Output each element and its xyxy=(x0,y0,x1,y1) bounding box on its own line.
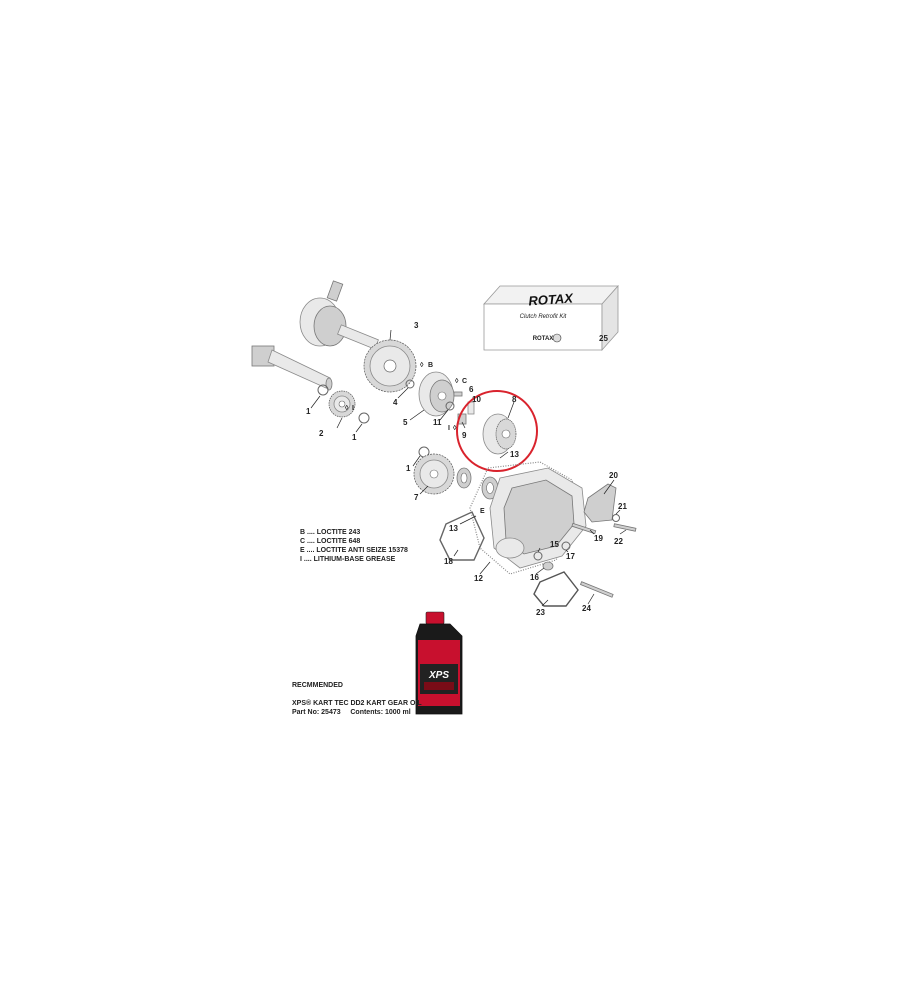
mark-b: B xyxy=(428,362,433,369)
callout-13b: 13 xyxy=(449,524,458,533)
callout-25: 25 xyxy=(599,334,608,343)
gear-oil-bottle: XPS xyxy=(415,611,463,715)
callout-22: 22 xyxy=(614,537,623,546)
circlip-1a xyxy=(317,384,329,396)
gasket-18 xyxy=(439,511,485,561)
large-gear xyxy=(363,339,417,393)
legend-item-e: E .... LOCTITE ANTI SEIZE 15378 xyxy=(300,547,408,554)
gasket-23 xyxy=(533,571,579,607)
mark-c: C xyxy=(462,378,467,385)
recommended-heading: RECMMENDED xyxy=(292,682,343,689)
mark-e: E xyxy=(480,508,485,515)
washer-11 xyxy=(445,401,455,411)
plug-16 xyxy=(542,561,554,571)
bottle-label-text: XPS xyxy=(428,670,449,681)
callout-19: 19 xyxy=(594,534,603,543)
crankshaft xyxy=(299,280,379,350)
small-gear xyxy=(328,390,356,418)
svg-text:◊: ◊ xyxy=(345,405,349,412)
callout-1a: 1 xyxy=(306,407,311,416)
legend-item-c: C .... LOCTITE 648 xyxy=(300,538,361,545)
compound-legend: B .... LOCTITE 243 C .... LOCTITE 648 E … xyxy=(300,528,408,564)
kit-title: Clutch Retrofit Kit xyxy=(520,314,567,320)
bolt-19 xyxy=(571,522,597,535)
washer-21 xyxy=(612,514,620,522)
callout-11: 11 xyxy=(433,418,442,427)
bearing-left xyxy=(456,467,472,489)
compound-marks: ◊ B ◊ C ◊ I I ◊ E xyxy=(345,362,485,515)
callout-24: 24 xyxy=(582,604,591,613)
callout-13a: 13 xyxy=(510,450,519,459)
pin-6 xyxy=(453,391,463,397)
callout-4: 4 xyxy=(393,398,398,407)
clutch-assembly xyxy=(482,413,517,455)
input-shaft xyxy=(251,345,333,391)
callout-5: 5 xyxy=(403,418,408,427)
mark-i2: I xyxy=(448,425,450,432)
callout-20: 20 xyxy=(609,471,618,480)
bolt-24 xyxy=(579,581,614,598)
callout-21: 21 xyxy=(618,502,627,511)
svg-text:◊: ◊ xyxy=(420,362,424,369)
bracket-20 xyxy=(583,483,617,523)
bearing-right xyxy=(481,476,499,500)
gear-case-cover xyxy=(489,467,587,569)
callout-16: 16 xyxy=(530,573,539,582)
callout-15: 15 xyxy=(550,540,559,549)
callout-8: 8 xyxy=(512,395,517,404)
washer-4 xyxy=(405,379,415,389)
intermediate-gear xyxy=(413,453,455,495)
callout-18: 18 xyxy=(444,557,453,566)
callout-7: 7 xyxy=(414,493,419,502)
callout-17: 17 xyxy=(566,552,575,561)
bolt-22 xyxy=(613,523,637,532)
highlight-circle xyxy=(456,390,538,472)
recommended-product: XPS® KART TEC DD2 KART GEAR OIL xyxy=(292,700,422,707)
callout-6: 6 xyxy=(469,385,474,394)
legend-item-b: B .... LOCTITE 243 xyxy=(300,529,361,536)
kit-brand-logo: ROTAX xyxy=(528,290,575,308)
clutch-retrofit-kit-box: ROTAX Clutch Retrofit Kit ROTAX 25 xyxy=(483,284,619,352)
callout-9: 9 xyxy=(462,431,467,440)
callout-2: 2 xyxy=(319,429,324,438)
clutch-drum xyxy=(418,371,455,417)
kit-logo-text: ROTAX xyxy=(533,336,554,342)
svg-text:◊: ◊ xyxy=(455,378,459,385)
legend-item-i: I .... LITHIUM-BASE GREASE xyxy=(300,556,396,563)
svg-text:◊: ◊ xyxy=(453,425,457,432)
mark-i1: I xyxy=(352,405,354,412)
kit-logo-icon xyxy=(552,333,562,343)
recommended-part-no: Part No: 25473 Contents: 1000 ml xyxy=(292,709,411,716)
callout-3: 3 xyxy=(414,321,419,330)
sleeve-10 xyxy=(467,401,475,415)
callout-1b: 1 xyxy=(352,433,357,442)
callout-12: 12 xyxy=(474,574,483,583)
callout-10: 10 xyxy=(472,395,481,404)
callout-23: 23 xyxy=(536,608,545,617)
leader-lines xyxy=(310,329,627,607)
callout-1c: 1 xyxy=(406,464,411,473)
circlip-1b xyxy=(358,412,370,424)
